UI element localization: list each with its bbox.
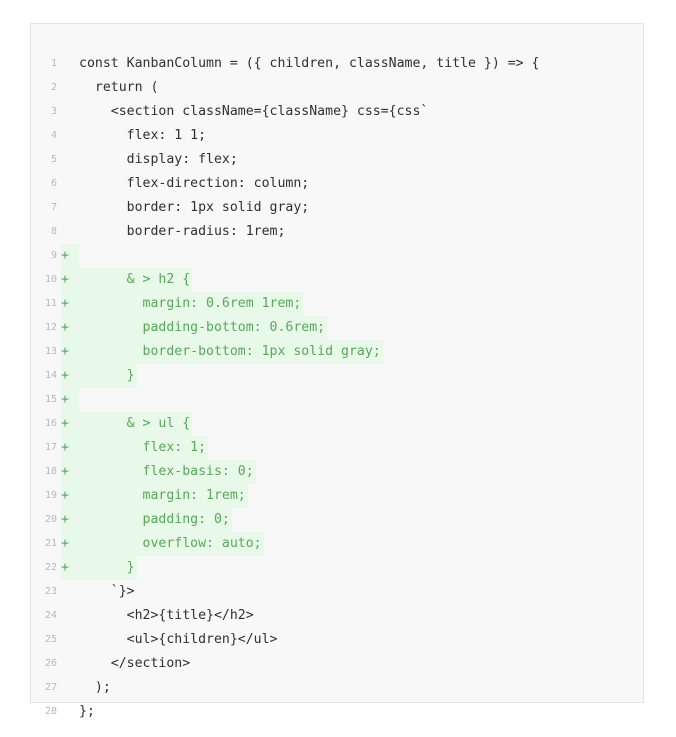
diff-marker: + (61, 508, 79, 532)
code-line: }; (61, 700, 97, 724)
line-number: 19 (44, 490, 57, 501)
line-number: 28 (44, 706, 57, 717)
code-text: margin: 1rem; (79, 484, 248, 508)
code-line: + } (61, 364, 137, 388)
line-number: 12 (44, 322, 57, 333)
code-line: + overflow: auto; (61, 532, 264, 556)
code-line: ); (61, 676, 113, 700)
diff-marker: + (61, 436, 79, 460)
code-line: flex-direction: column; (61, 172, 311, 196)
code-text: } (79, 556, 137, 580)
line-number: 6 (50, 178, 57, 189)
line-number: 27 (44, 682, 57, 693)
diff-marker: + (61, 316, 79, 340)
code-text: flex-basis: 0; (79, 460, 256, 484)
line-number: 7 (50, 202, 57, 213)
code-line: + flex: 1; (61, 436, 209, 460)
line-number: 11 (44, 298, 57, 309)
code-text: padding-bottom: 0.6rem; (79, 316, 328, 340)
code-text: <section className={className} css={css` (79, 104, 429, 119)
line-number: 24 (44, 610, 57, 621)
code-text: <h2>{title}</h2> (79, 608, 254, 623)
code-text: border: 1px solid gray; (79, 200, 310, 215)
code-line: </section> (61, 652, 192, 676)
code-text: border-radius: 1rem; (79, 224, 286, 239)
line-number: 25 (44, 634, 57, 645)
code-text: padding: 0; (79, 508, 232, 532)
line-number: 23 (44, 586, 57, 597)
code-text: display: flex; (79, 152, 238, 167)
line-number: 5 (50, 154, 57, 165)
diff-marker: + (61, 244, 79, 268)
code-line: + (61, 388, 81, 412)
diff-marker: + (61, 484, 79, 508)
code-line: <h2>{title}</h2> (61, 604, 256, 628)
code-text: border-bottom: 1px solid gray; (79, 340, 383, 364)
code-line: <section className={className} css={css` (61, 100, 430, 124)
line-number: 26 (44, 658, 57, 669)
code-text: const KanbanColumn = ({ children, classN… (79, 56, 540, 71)
line-number: 15 (44, 394, 57, 405)
code-text: `}> (79, 584, 135, 599)
line-number: 18 (44, 466, 57, 477)
diff-marker: + (61, 268, 79, 292)
diff-marker: + (61, 364, 79, 388)
code-text: flex-direction: column; (79, 176, 310, 191)
code-text: } (79, 364, 137, 388)
code-diff-panel: 1 2 3 4 5 6 7 8 9 10 11 12 13 14 15 16 1… (30, 23, 644, 719)
diff-marker: + (61, 460, 79, 484)
code-line: + & > h2 { (61, 268, 193, 292)
code-line: <ul>{children}</ul> (61, 628, 280, 652)
diff-marker: + (61, 412, 79, 436)
code-line: flex: 1 1; (61, 124, 208, 148)
diff-marker: + (61, 340, 79, 364)
code-line: border: 1px solid gray; (61, 196, 311, 220)
code-line: border-radius: 1rem; (61, 220, 287, 244)
code-text: & > ul { (79, 412, 193, 436)
diff-marker: + (61, 388, 79, 412)
code-text: ); (79, 680, 111, 695)
line-number: 8 (50, 226, 57, 237)
code-line: + & > ul { (61, 412, 193, 436)
line-number: 21 (44, 538, 57, 549)
line-number: 13 (44, 346, 57, 357)
line-number: 2 (50, 82, 57, 93)
code-text: overflow: auto; (79, 532, 264, 556)
code-text: flex: 1 1; (79, 128, 207, 143)
code-line: const KanbanColumn = ({ children, classN… (61, 52, 542, 76)
line-number: 20 (44, 514, 57, 525)
code-line: + flex-basis: 0; (61, 460, 256, 484)
diff-marker: + (61, 556, 79, 580)
code-line: + (61, 244, 81, 268)
code-line: + } (61, 556, 137, 580)
code-line: return ( (61, 76, 160, 100)
code-line: + margin: 1rem; (61, 484, 248, 508)
code-text: <ul>{children}</ul> (79, 632, 278, 647)
code-text: margin: 0.6rem 1rem; (79, 292, 304, 316)
diff-marker: + (61, 532, 79, 556)
code-text: flex: 1; (79, 436, 209, 460)
code-line: + margin: 0.6rem 1rem; (61, 292, 304, 316)
line-number: 14 (44, 370, 57, 381)
line-number: 9 (50, 250, 57, 261)
line-number: 22 (44, 562, 57, 573)
code-line: + padding: 0; (61, 508, 232, 532)
diff-marker: + (61, 292, 79, 316)
line-number: 17 (44, 442, 57, 453)
code-line: + border-bottom: 1px solid gray; (61, 340, 383, 364)
line-number: 4 (50, 130, 57, 141)
code-text: return ( (79, 80, 159, 95)
code-line: display: flex; (61, 148, 240, 172)
code-line: `}> (61, 580, 137, 604)
line-number: 10 (44, 274, 57, 285)
line-number: 1 (50, 58, 57, 69)
line-number: 3 (50, 106, 57, 117)
code-text: & > h2 { (79, 268, 193, 292)
code-text: }; (79, 704, 95, 719)
code-line: + padding-bottom: 0.6rem; (61, 316, 328, 340)
code-text: </section> (79, 656, 191, 671)
line-number: 16 (44, 418, 57, 429)
